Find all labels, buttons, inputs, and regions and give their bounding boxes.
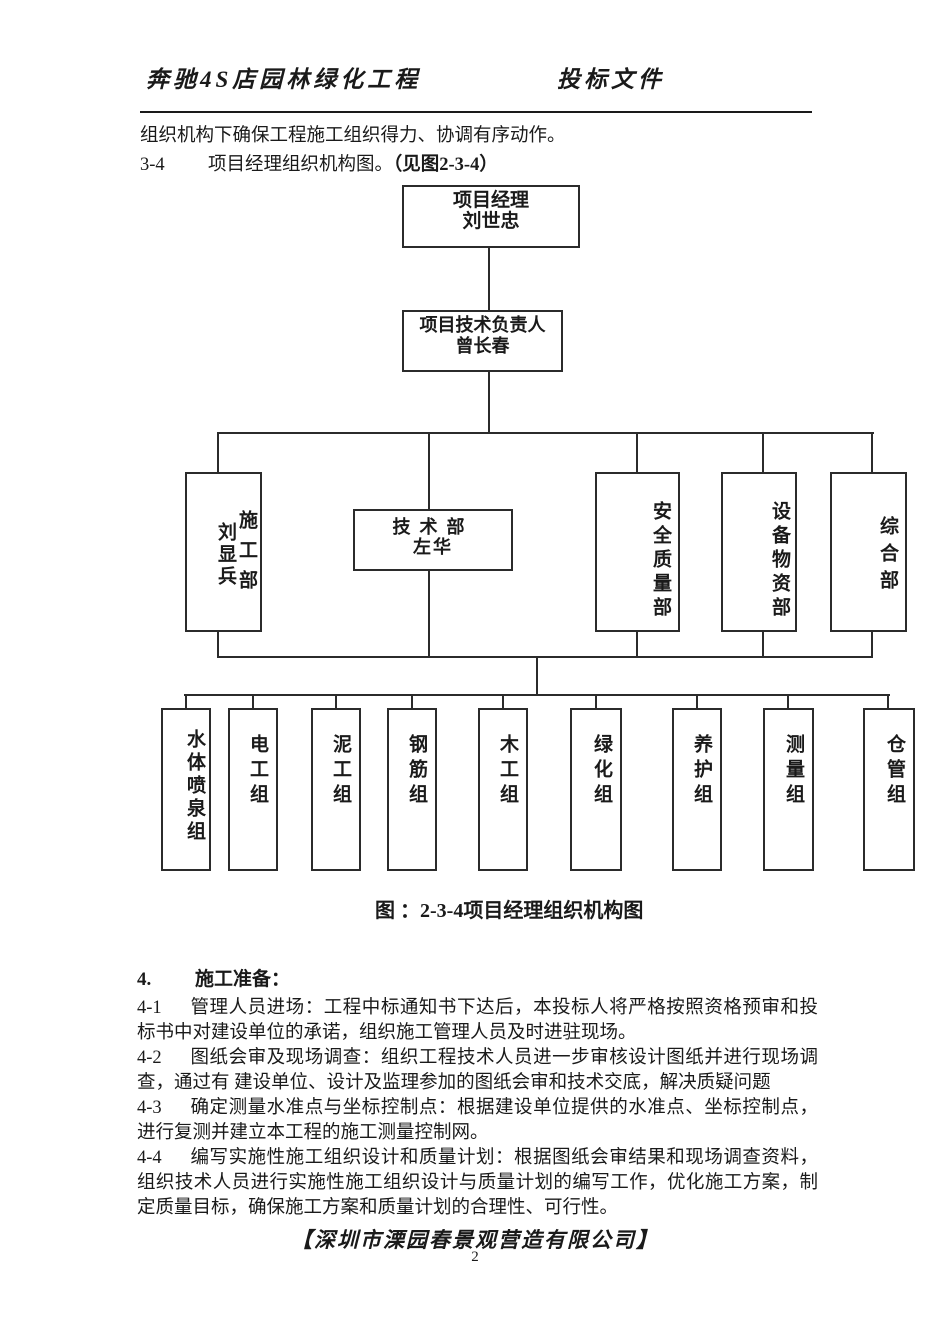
org-node-title: 测量组 (783, 734, 804, 809)
connector-line (184, 694, 890, 696)
org-node-person: 左华 (413, 537, 453, 557)
org-node-title: 养护组 (691, 734, 712, 809)
org-node-title: 安全质量部 (650, 501, 671, 621)
connector-line (762, 432, 764, 473)
page-header-project-title: 奔驰4S店园林绿化工程 (146, 67, 422, 92)
header-divider (140, 111, 812, 113)
intro-item-number: 3-4 (140, 155, 165, 175)
connector-line (411, 694, 413, 710)
intro-line1: 组织机构下确保工程施工组织得力、协调有序动作。 (140, 126, 566, 146)
clause-text: 管理人员进场：工程中标通知书下达后，本投标人将严格按照资格预审和投标书中对建设单… (137, 998, 818, 1043)
connector-line (217, 656, 873, 658)
org-node-safety-quality-dept: 安全质量部 (595, 472, 680, 632)
connector-line (762, 631, 764, 658)
connector-line (488, 372, 490, 434)
intro-line2: 3-4 项目经理组织机构图。（见图2-3-4） (140, 151, 830, 180)
connector-line (185, 694, 187, 710)
connector-line (636, 631, 638, 658)
org-node-warehouse-group: 仓管组 (863, 708, 915, 871)
clause-text: 编写实施性施工组织设计和质量计划：根据图纸会审结果和现场调查资料，组织技术人员进… (137, 1148, 818, 1218)
connector-line (488, 245, 490, 311)
connector-line (595, 694, 597, 710)
section-heading: 4. 施工准备： (137, 967, 818, 992)
intro-item-text: 项目经理组织机构图。 (208, 155, 394, 175)
org-node-maintenance-group: 养护组 (672, 708, 722, 871)
page-number: 2 (471, 1249, 479, 1265)
connector-line (696, 694, 698, 710)
clause-number: 4-3 (137, 1098, 162, 1118)
connector-line (636, 432, 638, 473)
clause-number: 4-2 (137, 1048, 162, 1068)
clause-number: 4-1 (137, 998, 162, 1018)
connector-line (502, 694, 504, 710)
org-node-rebar-group: 钢筋组 (387, 708, 437, 871)
org-node-water-fountain-group: 水体喷泉组 (161, 708, 211, 871)
org-node-carpenter-group: 木工组 (478, 708, 528, 871)
org-node-comprehensive-dept: 综合部 (830, 472, 907, 632)
org-node-person: 刘显兵 (215, 522, 236, 588)
connector-line (871, 432, 873, 473)
org-node-surveying-group: 测量组 (763, 708, 814, 871)
org-node-greening-group: 绿化组 (570, 708, 622, 871)
connector-line (217, 631, 219, 658)
org-node-title: 项目技术负责人 (419, 315, 546, 335)
org-node-title: 水体喷泉组 (184, 729, 205, 844)
org-node-title: 技术部 (392, 517, 474, 537)
figure-caption: 图 ：2-3-4项目经理组织机构图 (375, 900, 644, 922)
clause-text: 图纸会审及现场调查：组织工程技术人员进一步审核设计图纸并进行现场调查，通过有 建… (137, 1048, 818, 1093)
org-node-title: 仓管组 (884, 734, 905, 809)
org-node-title: 钢筋组 (406, 734, 427, 809)
connector-line (252, 694, 254, 710)
org-node-title: 电工组 (247, 734, 268, 809)
connector-line (335, 694, 337, 710)
footer-company-name: 【深圳市溧园春景观营造有限公司】 (291, 1228, 659, 1252)
section-heading-number: 4. (137, 969, 152, 990)
connector-line (536, 656, 538, 696)
connector-line (217, 432, 874, 434)
org-node-title: 设备物资部 (769, 501, 790, 621)
connector-line (217, 432, 219, 473)
org-node-title: 木工组 (497, 734, 518, 809)
org-node-equipment-materials-dept: 设备物资部 (721, 472, 797, 632)
connector-line (871, 631, 873, 658)
page-header-doc-type: 投标文件 (557, 67, 665, 92)
org-node-electrician-group: 电工组 (228, 708, 278, 871)
connector-line (428, 570, 430, 658)
clause-text: 确定测量水准点与坐标控制点：根据建设单位提供的水准点、坐标控制点，进行复测并建立… (137, 1098, 818, 1143)
intro-figure-ref: （见图2-3-4） (393, 155, 498, 175)
org-node-mason-group: 泥工组 (311, 708, 361, 871)
org-node-construction-dept: 施工部 刘显兵 (185, 472, 262, 632)
org-node-title: 施工部 (236, 510, 257, 600)
org-node-technical-leader: 项目技术负责人 曾长春 (402, 310, 563, 372)
clause-number: 4-4 (137, 1148, 162, 1168)
connector-line (787, 694, 789, 710)
connector-line (428, 432, 430, 510)
org-node-title: 项目经理 (452, 190, 529, 211)
intro-paragraph: 组织机构下确保工程施工组织得力、协调有序动作。 3-4 项目经理组织机构图。（见图… (140, 122, 830, 180)
org-node-title: 绿化组 (591, 734, 612, 809)
org-node-title: 综合部 (877, 516, 898, 597)
section-heading-text: 施工准备： (195, 969, 291, 990)
org-node-person: 曾长春 (455, 336, 510, 356)
org-node-technical-dept: 技术部 左华 (353, 509, 513, 571)
org-node-person: 刘世忠 (462, 211, 520, 232)
org-node-project-manager: 项目经理 刘世忠 (402, 185, 580, 248)
connector-line (887, 694, 889, 710)
org-node-title: 泥工组 (330, 734, 351, 809)
